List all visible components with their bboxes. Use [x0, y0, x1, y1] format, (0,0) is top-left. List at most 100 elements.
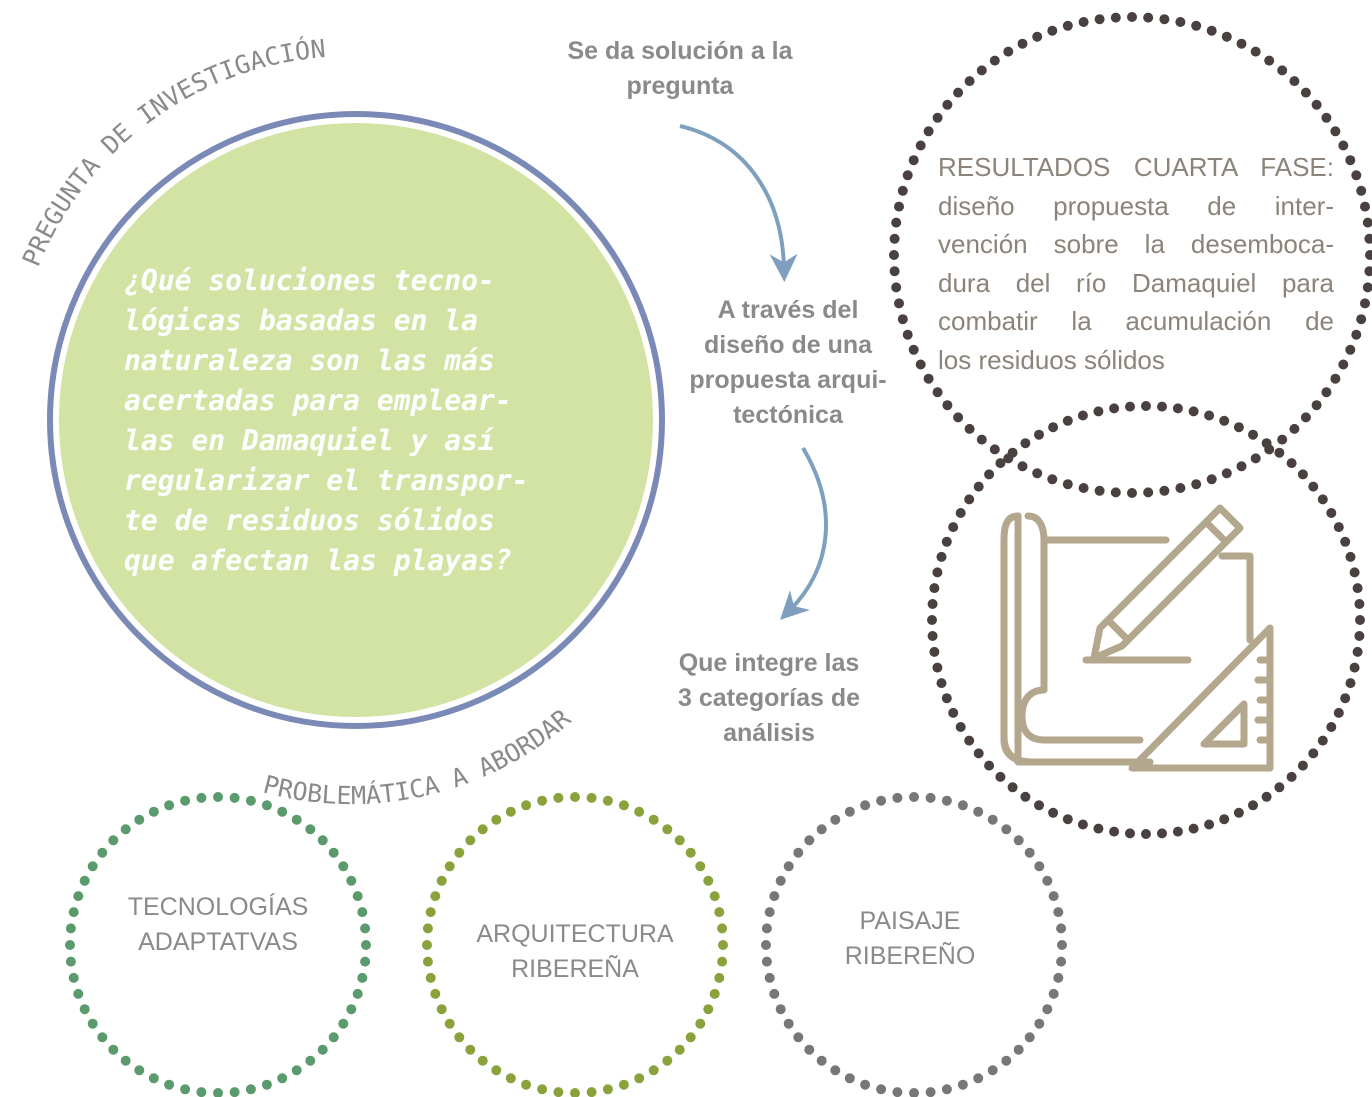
dot [1024, 847, 1035, 858]
dot [987, 814, 998, 825]
dot [1300, 412, 1311, 423]
dot [927, 599, 938, 609]
category-paisaje-label: PAISAJE RIBEREÑO [780, 904, 1040, 974]
dot [1062, 479, 1073, 490]
dot [1356, 314, 1367, 325]
dot [1233, 807, 1244, 818]
dot [703, 875, 714, 886]
flow-arrow-1 [679, 124, 798, 282]
category-line: RIBEREÑO [844, 942, 976, 970]
question-line: naturaleza son las más [124, 344, 495, 377]
category-line: ADAPTATVAS [138, 928, 298, 956]
dot [1159, 14, 1170, 25]
dot [1042, 875, 1053, 886]
dot [1326, 722, 1337, 732]
category-line: TECNOLOGÍAS [127, 893, 309, 921]
dot [816, 1055, 827, 1066]
dot [1311, 400, 1322, 411]
dot [570, 792, 580, 802]
question-line: lógicas basadas en la [124, 304, 479, 337]
dot [648, 1065, 659, 1076]
dot [317, 1044, 328, 1055]
dot [942, 400, 953, 411]
dot [1297, 760, 1308, 771]
dot [761, 923, 772, 934]
dot [196, 792, 207, 803]
dot [889, 266, 900, 277]
category-arquitectura-dotted-circle [422, 792, 728, 1097]
dot [984, 469, 995, 480]
dot [987, 1065, 998, 1076]
dot [1172, 826, 1183, 837]
dot [891, 217, 902, 228]
dot [989, 444, 1000, 455]
dot [1141, 401, 1151, 411]
dot [925, 1087, 936, 1097]
dot [717, 923, 728, 934]
dot [860, 1079, 871, 1090]
dot [923, 126, 934, 137]
dot [936, 678, 947, 689]
dot [876, 795, 887, 806]
category-line: PAISAJE [859, 907, 961, 935]
dot [422, 956, 433, 967]
dot [923, 373, 934, 384]
dot [932, 387, 943, 398]
dot [1013, 835, 1024, 846]
dot [761, 956, 772, 967]
dot [976, 65, 987, 76]
dot [1261, 438, 1272, 449]
dot [328, 847, 339, 858]
dot [674, 835, 685, 846]
dot [73, 891, 84, 902]
dot [1093, 823, 1104, 834]
dot [662, 1055, 673, 1066]
dot [973, 481, 984, 492]
dot [908, 155, 919, 166]
dot [1188, 406, 1199, 417]
dot [68, 972, 79, 983]
category-arquitectura-label: ARQUITECTURA RIBEREÑA [445, 917, 705, 987]
dot [1172, 403, 1183, 414]
result-line: combatir la acumulación de [938, 306, 1334, 336]
flow-step-2-label: A través del diseño de una propuesta arq… [676, 293, 900, 433]
dot [1360, 201, 1370, 212]
dot [444, 1018, 455, 1029]
dot [964, 76, 975, 87]
category-tecnologias-label: TECNOLOGÍAS ADAPTATVAS [88, 890, 348, 960]
dot [586, 1087, 597, 1097]
dot [422, 923, 433, 934]
dot [1333, 707, 1344, 718]
dot [1330, 373, 1341, 384]
dot [932, 112, 943, 123]
dot [1047, 25, 1058, 36]
dot [1048, 891, 1059, 902]
dot [927, 631, 938, 641]
dot [1024, 1032, 1035, 1043]
flow-step-3-line: 3 categorías de [677, 684, 861, 712]
dot [553, 792, 564, 803]
dot [1345, 155, 1356, 166]
dot [908, 344, 919, 355]
dot [164, 1079, 175, 1090]
dot [1110, 487, 1121, 498]
dot [894, 298, 904, 309]
dot [1125, 828, 1135, 839]
dot [97, 847, 108, 858]
dot [1308, 748, 1319, 759]
dot [1351, 170, 1362, 181]
dot [164, 800, 175, 811]
dot [537, 795, 548, 806]
result-dotted-circle [889, 12, 1372, 498]
result-line: los residuos sólidos [938, 344, 1165, 375]
dot [361, 940, 371, 950]
dot [648, 814, 659, 825]
dot [1236, 38, 1247, 49]
dot [976, 434, 987, 445]
flow-step-2-line: tectónica [733, 401, 843, 429]
dot [180, 1084, 191, 1095]
dot [1020, 791, 1031, 802]
dot [894, 201, 904, 212]
dot [1110, 12, 1121, 23]
dot [1017, 38, 1028, 49]
